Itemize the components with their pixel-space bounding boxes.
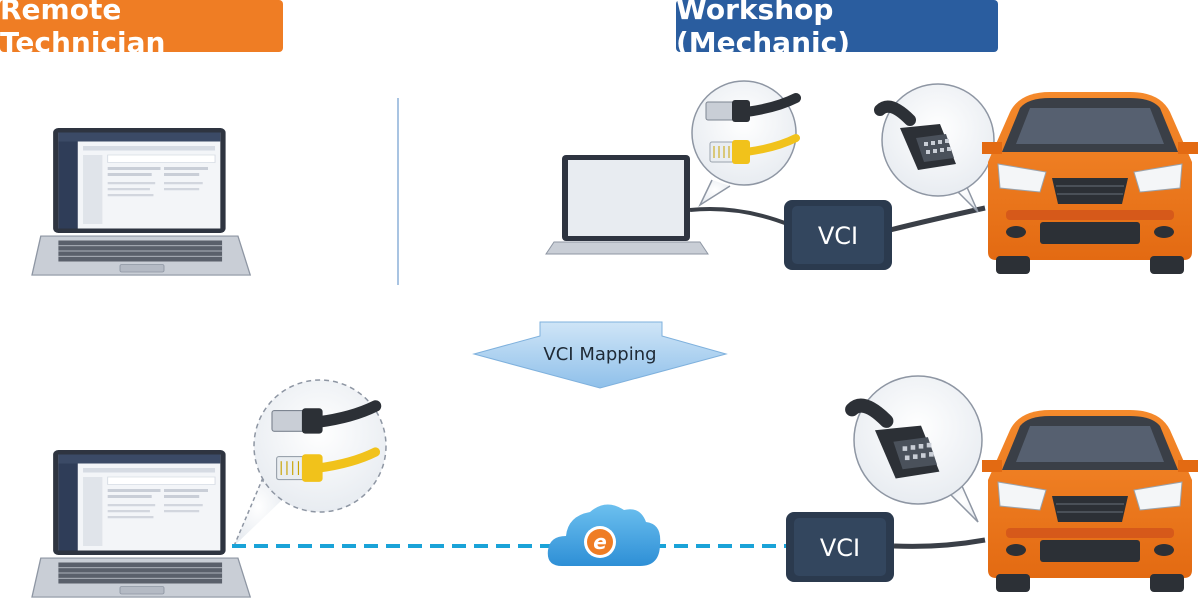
workshop-mechanic-tag: Workshop (Mechanic) bbox=[676, 0, 998, 59]
usb-ethernet-bubble-bottom bbox=[233, 379, 387, 547]
remote-laptop-bottom-icon bbox=[31, 449, 251, 598]
usb-ethernet-bubble bbox=[691, 80, 796, 208]
workshop-laptop-icon bbox=[545, 155, 709, 255]
vci-label-bottom: VCI bbox=[820, 534, 860, 562]
vci-device-top: VCI bbox=[784, 200, 892, 270]
cloud-logo-letter: e bbox=[593, 530, 607, 554]
cloud-icon: e bbox=[547, 504, 661, 566]
vci-mapping-arrow: VCI Mapping bbox=[472, 321, 728, 389]
obd-bubble-bottom bbox=[852, 375, 983, 523]
vci-mapping-label: VCI Mapping bbox=[543, 344, 656, 365]
car-icon-bottom bbox=[981, 409, 1199, 593]
remote-technician-laptop-icon bbox=[31, 127, 251, 276]
vci-label-top: VCI bbox=[818, 222, 858, 250]
vci-device-bottom: VCI bbox=[786, 512, 894, 582]
remote-technician-tag: Remote Technician bbox=[0, 0, 283, 59]
car-icon-top bbox=[981, 91, 1199, 275]
obd-bubble-top bbox=[880, 83, 995, 213]
